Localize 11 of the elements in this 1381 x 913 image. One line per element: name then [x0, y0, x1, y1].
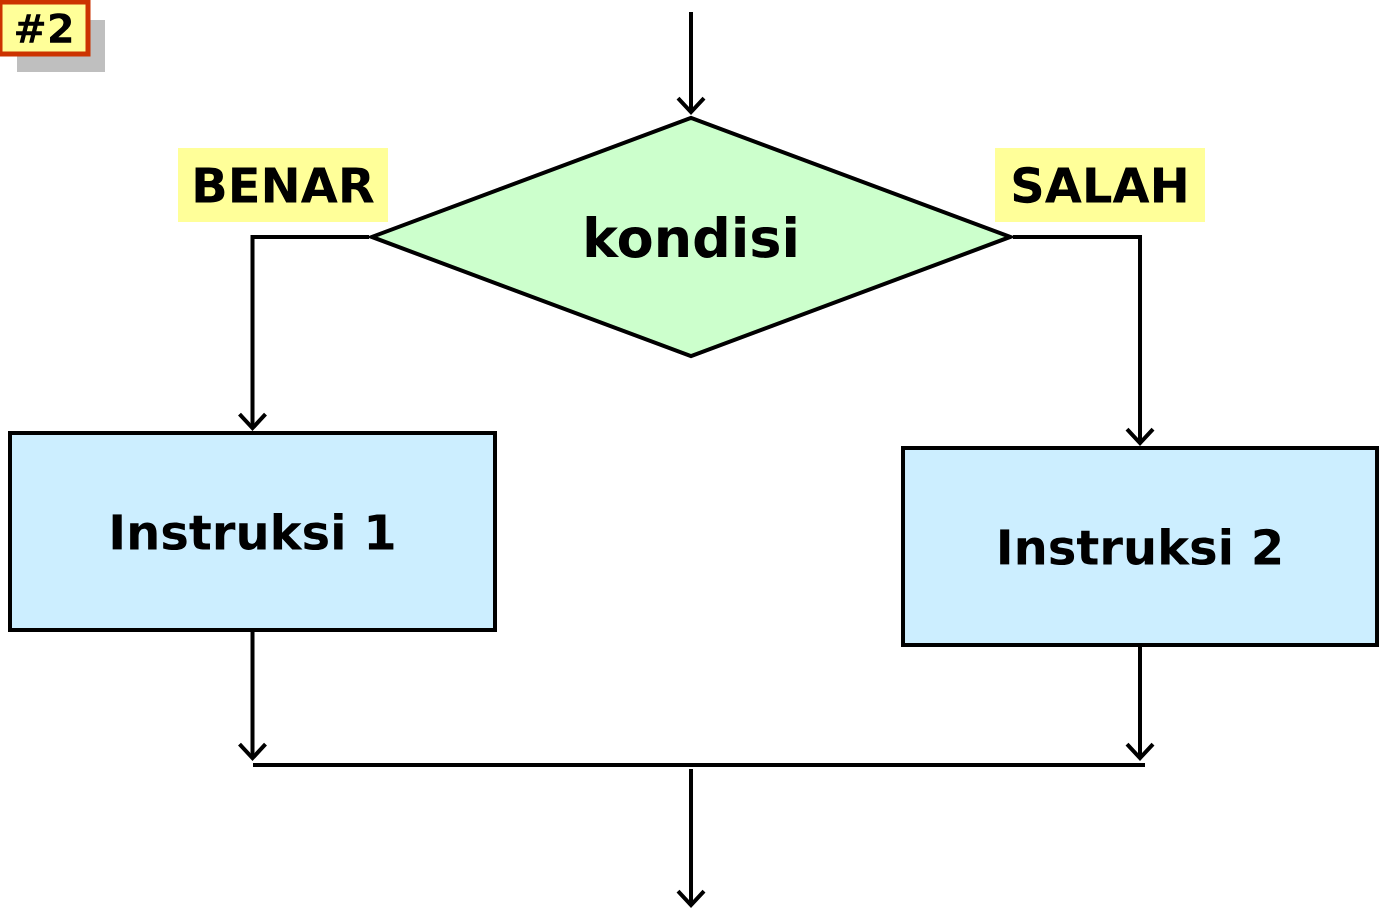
process-box: Instruksi 1: [8, 431, 497, 632]
arrow: [1125, 647, 1155, 761]
arrow: [676, 769, 706, 908]
arrow: [1013, 235, 1155, 446]
edge-label: BENAR: [178, 148, 388, 222]
arrow: [676, 12, 706, 115]
arrow: [238, 235, 369, 431]
process-box: Instruksi 2: [901, 446, 1379, 647]
edge-label: SALAH: [995, 148, 1205, 222]
slide-number-badge: #2: [0, 0, 105, 72]
arrow: [238, 632, 267, 761]
